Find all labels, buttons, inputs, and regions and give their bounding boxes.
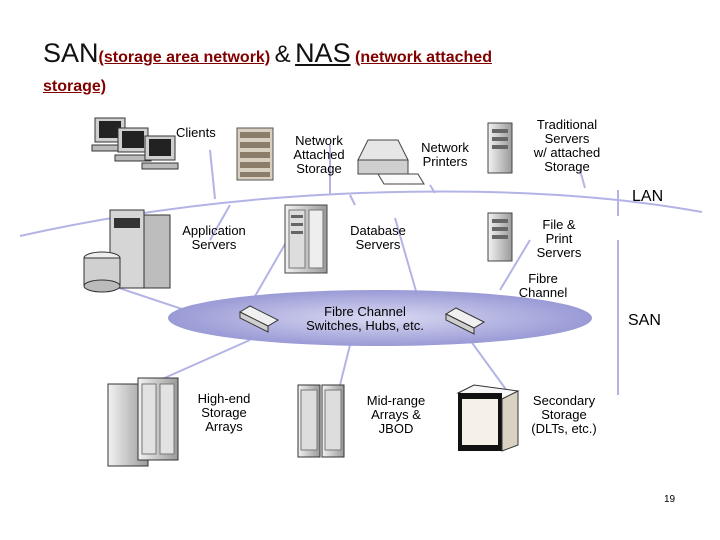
page-number: 19 xyxy=(664,494,676,505)
title-ampersand: & xyxy=(274,41,291,68)
title-san-expansion: (storage area network) xyxy=(98,49,271,66)
computer-terminal-icon xyxy=(91,117,179,170)
tape-library-icon xyxy=(456,384,520,452)
clients-label: Clients xyxy=(176,125,216,140)
title-nas-expansion-2: storage) xyxy=(43,78,107,95)
server-tower-icon xyxy=(487,212,513,262)
san-label: SAN xyxy=(628,312,661,329)
printer-icon xyxy=(357,139,425,185)
storage-server-icon xyxy=(107,377,179,467)
fibre-channel-fabric xyxy=(168,290,592,346)
storage-server-icon xyxy=(297,384,345,458)
switch-icon xyxy=(238,305,280,333)
title-nas-expansion: (network attached xyxy=(355,49,492,66)
title-san: SAN xyxy=(43,38,99,68)
mainframe-icon xyxy=(83,209,171,293)
server-tower-icon xyxy=(284,204,328,274)
server-tower-icon xyxy=(487,122,513,174)
lan-label: LAN xyxy=(632,188,664,205)
slide-title: SAN(storage area network) & NAS (network… xyxy=(43,38,683,69)
switch-icon xyxy=(444,307,486,335)
title-nas: NAS xyxy=(295,38,351,68)
storage-server-icon xyxy=(236,127,274,181)
